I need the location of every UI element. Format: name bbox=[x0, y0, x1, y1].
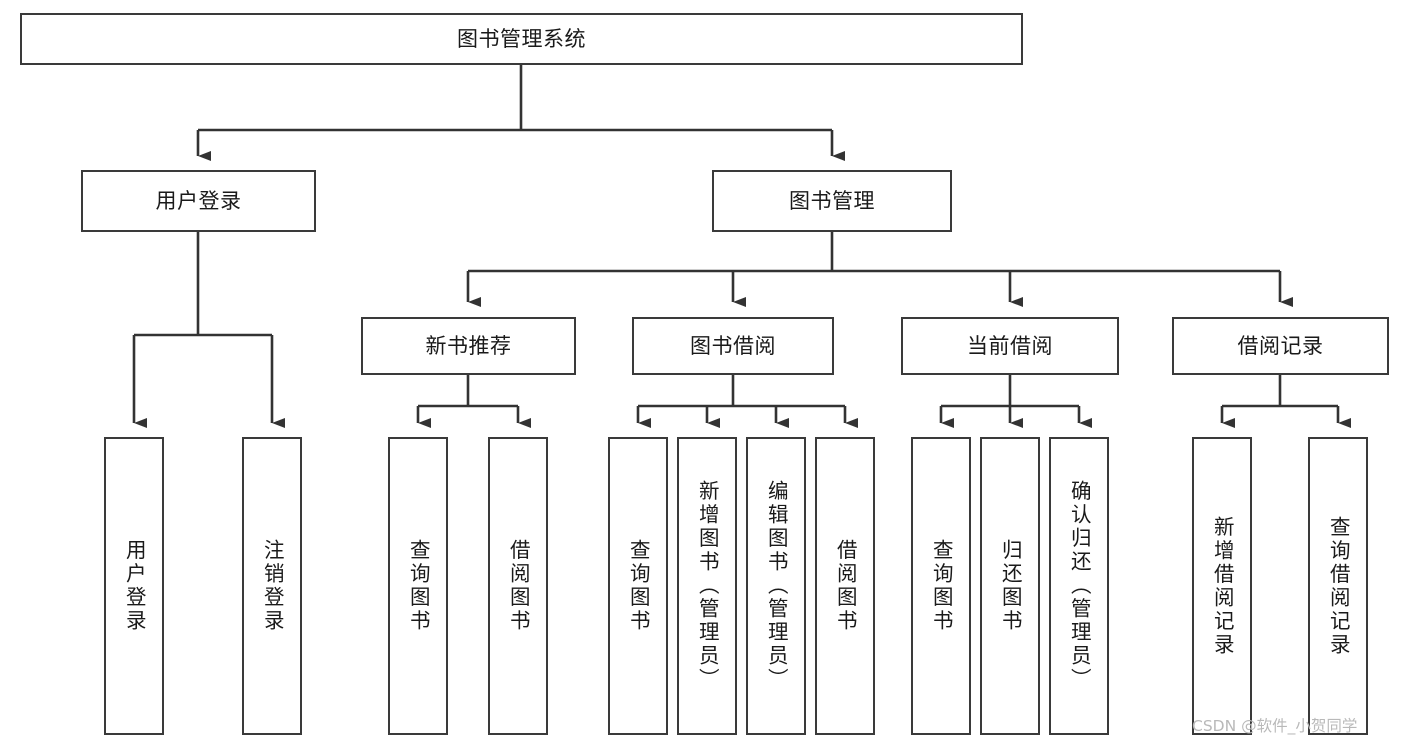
node-current-borrow-label: 当前借阅 bbox=[967, 333, 1053, 358]
node-leaf-rec-query-book[interactable]: 查询图书 bbox=[388, 437, 448, 735]
node-leaf-rdc-add-record-label: 新增借阅记录 bbox=[1210, 515, 1235, 657]
node-leaf-rec-borrow-book-label: 借阅图书 bbox=[506, 539, 531, 633]
node-leaf-borrow-borrow-book-label: 借阅图书 bbox=[833, 539, 858, 633]
node-user-login-label: 用户登录 bbox=[155, 188, 242, 213]
node-borrow-record[interactable]: 借阅记录 bbox=[1172, 317, 1389, 375]
node-root[interactable]: 图书管理系统 bbox=[20, 13, 1023, 65]
node-leaf-rdc-query-record[interactable]: 查询借阅记录 bbox=[1308, 437, 1368, 735]
node-new-book-rec-label: 新书推荐 bbox=[425, 333, 512, 358]
csdn-watermark: CSDN @软件_小贺同学 bbox=[1192, 717, 1358, 735]
node-leaf-borrow-borrow-book[interactable]: 借阅图书 bbox=[815, 437, 875, 735]
node-leaf-user-logout[interactable]: 注销登录 bbox=[242, 437, 302, 735]
node-leaf-borrow-edit-book[interactable]: 编辑图书（管理员） bbox=[746, 437, 806, 735]
node-leaf-cur-confirm-return-label: 确认归还（管理员） bbox=[1067, 480, 1092, 692]
node-new-book-rec[interactable]: 新书推荐 bbox=[361, 317, 576, 375]
node-leaf-borrow-query-book-label: 查询图书 bbox=[626, 539, 651, 633]
node-book-borrow[interactable]: 图书借阅 bbox=[632, 317, 834, 375]
node-leaf-cur-return-book[interactable]: 归还图书 bbox=[980, 437, 1040, 735]
node-root-label: 图书管理系统 bbox=[457, 26, 586, 51]
node-leaf-rdc-query-record-label: 查询借阅记录 bbox=[1326, 515, 1351, 657]
node-leaf-rec-borrow-book[interactable]: 借阅图书 bbox=[488, 437, 548, 735]
node-leaf-cur-return-book-label: 归还图书 bbox=[998, 539, 1023, 633]
node-leaf-user-login[interactable]: 用户登录 bbox=[104, 437, 164, 735]
node-leaf-cur-query-book-label: 查询图书 bbox=[929, 539, 954, 633]
node-book-mgmt[interactable]: 图书管理 bbox=[712, 170, 952, 232]
node-leaf-borrow-add-book-label: 新增图书（管理员） bbox=[695, 480, 720, 692]
node-leaf-borrow-query-book[interactable]: 查询图书 bbox=[608, 437, 668, 735]
node-user-login[interactable]: 用户登录 bbox=[81, 170, 316, 232]
node-book-mgmt-label: 图书管理 bbox=[789, 188, 875, 213]
node-leaf-rec-query-book-label: 查询图书 bbox=[406, 539, 431, 633]
node-leaf-user-logout-label: 注销登录 bbox=[260, 539, 285, 633]
node-leaf-cur-query-book[interactable]: 查询图书 bbox=[911, 437, 971, 735]
node-borrow-record-label: 借阅记录 bbox=[1237, 333, 1324, 358]
node-book-borrow-label: 图书借阅 bbox=[690, 333, 776, 358]
node-current-borrow[interactable]: 当前借阅 bbox=[901, 317, 1119, 375]
node-leaf-rdc-add-record[interactable]: 新增借阅记录 bbox=[1192, 437, 1252, 735]
node-leaf-borrow-edit-book-label: 编辑图书（管理员） bbox=[764, 480, 789, 692]
node-leaf-borrow-add-book[interactable]: 新增图书（管理员） bbox=[677, 437, 737, 735]
node-leaf-user-login-label: 用户登录 bbox=[122, 539, 147, 633]
node-leaf-cur-confirm-return[interactable]: 确认归还（管理员） bbox=[1049, 437, 1109, 735]
